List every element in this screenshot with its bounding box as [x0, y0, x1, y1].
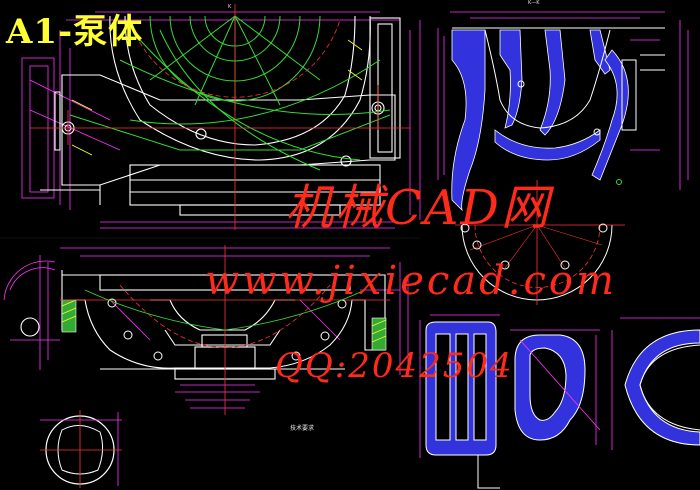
watermark-line-1: 机械CAD网 — [285, 180, 551, 236]
section-label-top: K — [228, 4, 232, 10]
front-view — [3, 245, 409, 415]
technical-requirements-title: 技术要求 — [290, 425, 315, 432]
section-dimensions — [437, 11, 689, 190]
front-view-hatching — [61, 299, 387, 343]
detail-section-c — [611, 317, 700, 450]
detail-view-round — [40, 410, 122, 488]
top-view — [21, 4, 421, 230]
top-view-centerlines — [30, 4, 410, 230]
front-view-flanges — [61, 299, 387, 351]
front-view-construction — [84, 289, 366, 331]
detail-section-a-dimensions — [419, 314, 500, 458]
section-outline — [452, 27, 665, 136]
watermark-line-3: QQ:2042504 — [275, 346, 514, 386]
detail-section-b-cavity — [529, 347, 567, 421]
top-view-hatching — [71, 39, 363, 156]
section-view-k — [437, 11, 689, 305]
watermark-line-2: www.jixiecad.com — [205, 258, 617, 304]
drawing-title: A1-泵体 — [6, 12, 144, 52]
section-bolt-circle — [455, 179, 625, 305]
detail-sections — [419, 314, 700, 489]
detail-section-a-cavities — [435, 333, 487, 441]
section-fill — [451, 29, 629, 212]
section-label-right: K—K — [528, 0, 540, 6]
technical-requirements: 技术要求 — [252, 423, 402, 434]
detail-section-b-dimensions — [510, 329, 601, 445]
top-view-outline — [40, 15, 401, 216]
